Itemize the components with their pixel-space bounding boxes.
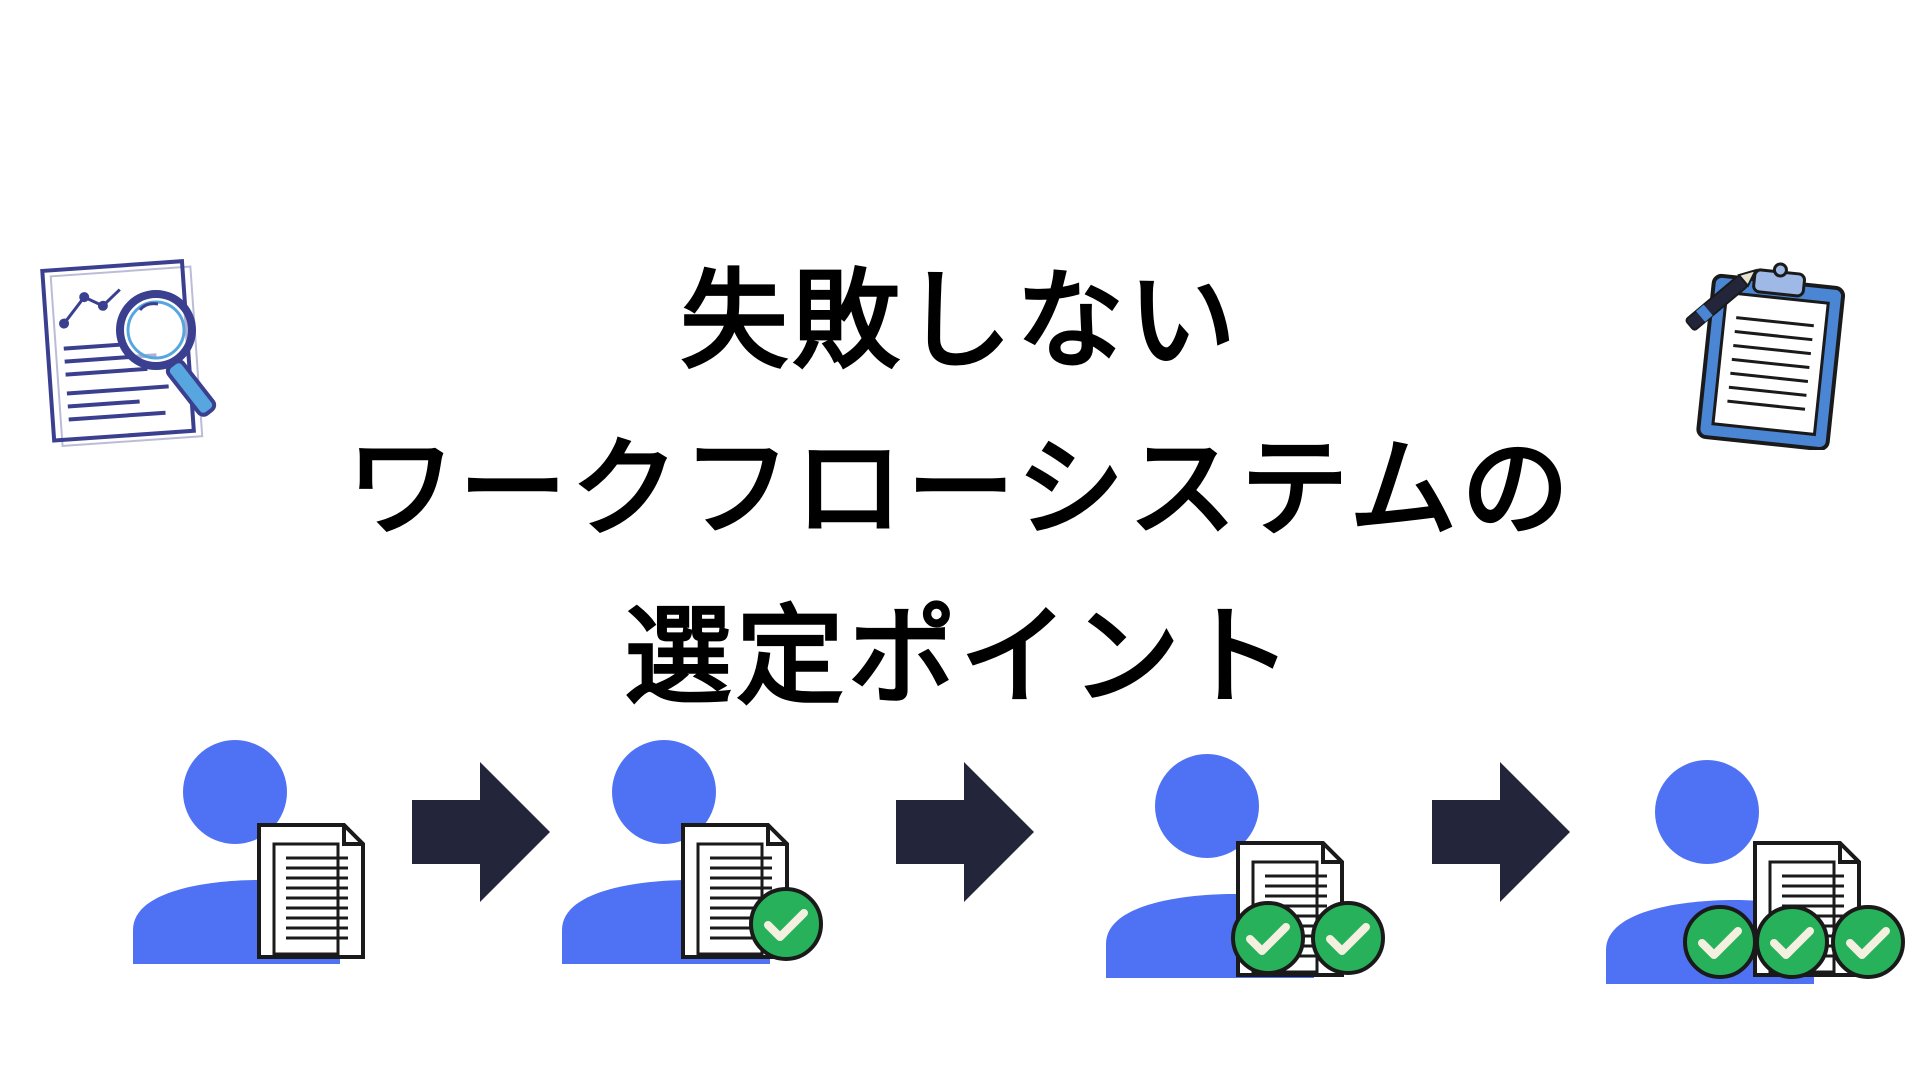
flow-step-4 — [1606, 760, 1903, 984]
check-badge-icon — [1757, 907, 1827, 977]
flow-step-2 — [562, 740, 821, 964]
clipboard-pen-icon — [1676, 250, 1856, 455]
check-badge-icon — [1685, 907, 1755, 977]
arrow-right-icon — [1432, 762, 1570, 902]
check-badge-icon — [1233, 903, 1303, 973]
check-badge-icon — [751, 889, 821, 959]
check-badge-icon — [1313, 903, 1383, 973]
approval-flow — [0, 740, 1920, 1000]
slide-title: 失敗しない ワークフローシステムの 選定ポイント — [0, 238, 1920, 742]
title-line-1: 失敗しない — [679, 259, 1240, 384]
flow-step-1 — [133, 740, 365, 964]
title-line-3: 選定ポイント — [623, 595, 1296, 720]
arrow-right-icon — [896, 762, 1034, 902]
arrow-right-icon — [412, 762, 550, 902]
document-icon — [257, 823, 365, 959]
check-badge-icon — [1833, 907, 1903, 977]
title-line-2: ワークフローシステムの — [346, 427, 1574, 552]
flow-step-3 — [1106, 754, 1383, 978]
document-magnifier-icon — [36, 250, 236, 455]
